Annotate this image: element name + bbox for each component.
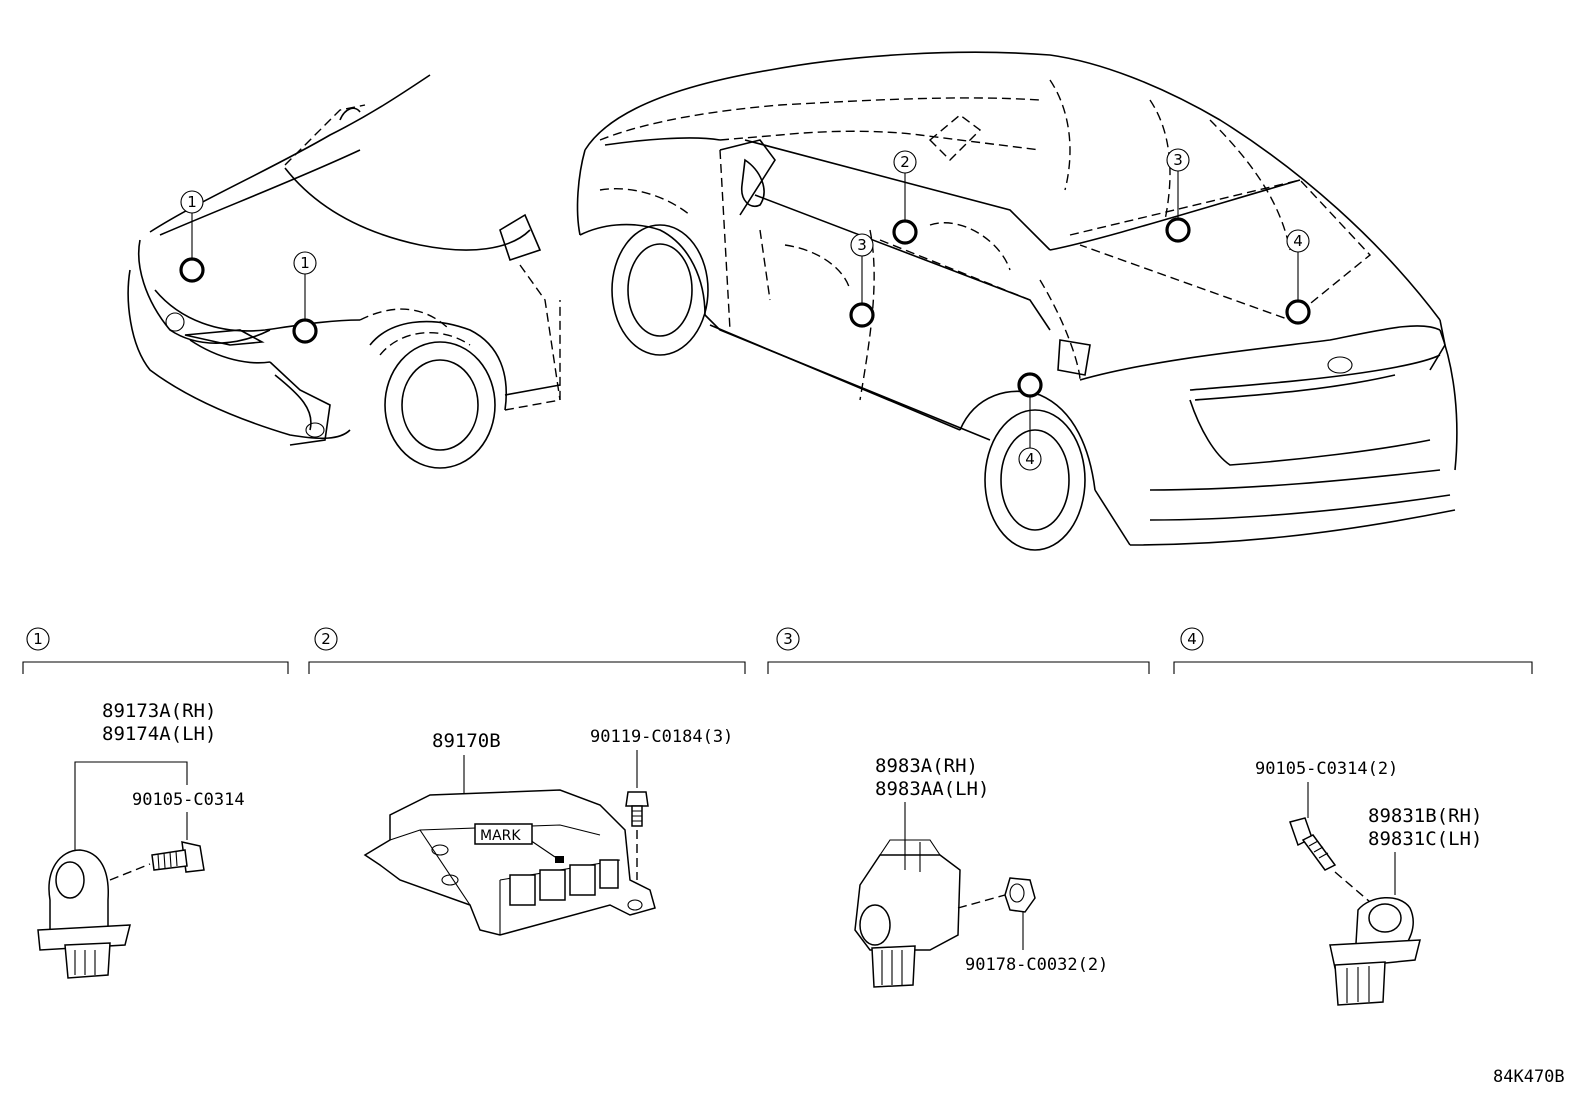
part-number-airbag-ecu: 89170B xyxy=(432,730,501,752)
callout-number: 1 xyxy=(187,193,197,211)
part-number-rear-bolt: 90105-C0314(2) xyxy=(1255,759,1398,779)
callout-number: 2 xyxy=(900,153,910,171)
section-2-airbag-ecu: 89170B 90119-C0184(3) MA xyxy=(363,727,733,936)
nut-icon xyxy=(1004,877,1036,913)
section-number: 3 xyxy=(783,630,793,648)
bolt-icon xyxy=(1289,817,1337,871)
callout-number: 3 xyxy=(857,236,867,254)
ecu-mark-label: MARK xyxy=(480,828,521,844)
airbag-ecu-icon: MARK xyxy=(363,789,656,936)
front-car-illustration: 1 1 xyxy=(127,74,561,469)
callout-number: 4 xyxy=(1293,232,1303,250)
diagram-code: 84K470B xyxy=(1493,1067,1565,1087)
section-1-front-sensor: 89173A(RH) 89174A(LH) 90105-C0314 xyxy=(37,700,245,979)
part-number-side-sensor-rh: 8983A(RH) xyxy=(875,755,978,777)
callout-number: 3 xyxy=(1173,151,1183,169)
part-number-side-nut: 90178-C0032(2) xyxy=(965,955,1108,975)
front-impact-sensor-icon xyxy=(37,849,131,979)
rear-car-illustration: 2 3 3 4 4 xyxy=(576,51,1458,551)
part-number-ecu-bolt: 90119-C0184(3) xyxy=(590,727,733,747)
bolt-icon xyxy=(151,841,205,873)
side-impact-sensor-icon xyxy=(854,839,961,988)
part-number-front-sensor-rh: 89173A(RH) xyxy=(102,700,216,722)
section-number: 4 xyxy=(1187,630,1197,648)
part-number-rear-sensor-rh: 89831B(RH) xyxy=(1368,805,1482,827)
rear-impact-sensor-icon xyxy=(1329,896,1421,1006)
section-number: 2 xyxy=(321,630,331,648)
part-number-rear-sensor-lh: 89831C(LH) xyxy=(1368,828,1482,850)
section-number: 1 xyxy=(33,630,43,648)
part-number-side-sensor-lh: 8983AA(LH) xyxy=(875,778,989,800)
section-3-side-sensor: 8983A(RH) 8983AA(LH) 90178-C0032(2) xyxy=(854,755,1108,988)
callout-number: 1 xyxy=(300,254,310,272)
part-number-front-sensor-lh: 89174A(LH) xyxy=(102,723,216,745)
bolt-icon xyxy=(625,791,649,827)
section-4-rear-sensor: 90105-C0314(2) 89831B(RH) 89831C(LH) xyxy=(1255,759,1482,1006)
part-number-front-bolt: 90105-C0314 xyxy=(132,790,245,810)
section-headers: 1 2 3 4 xyxy=(22,627,1533,674)
callout-number: 4 xyxy=(1025,450,1035,468)
